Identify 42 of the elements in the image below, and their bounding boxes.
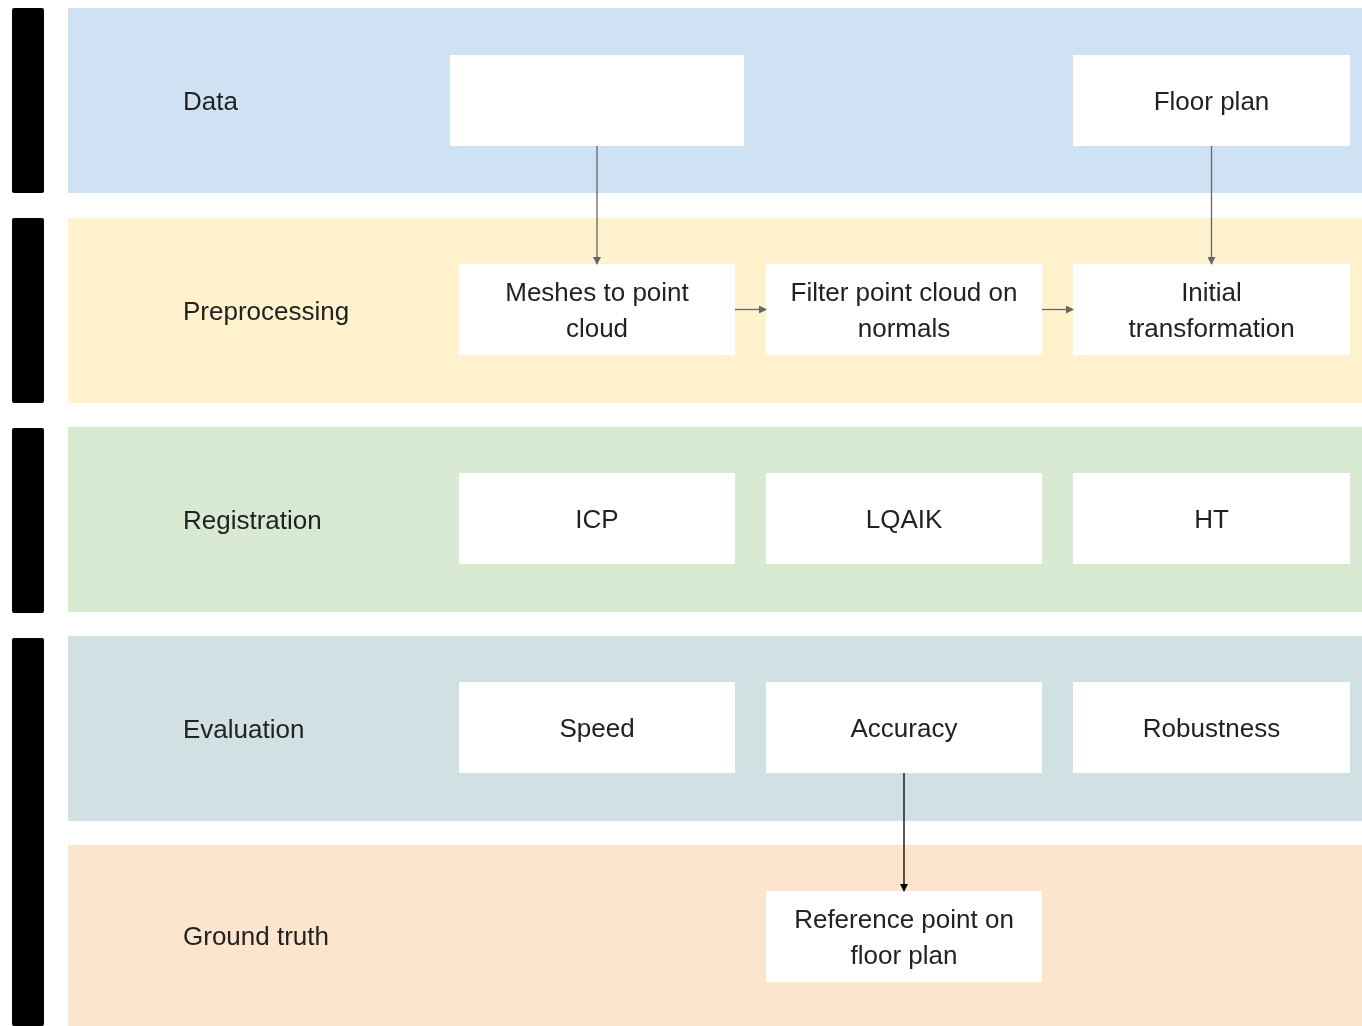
lane-label: Evaluation — [183, 712, 305, 745]
process-box — [1073, 473, 1350, 564]
process-box — [766, 891, 1042, 982]
process-box — [1073, 682, 1350, 773]
swimlane-band — [68, 218, 1362, 403]
box-label: Meshes to point cloud — [504, 275, 690, 345]
lane-label: Preprocessing — [183, 294, 350, 327]
arrow — [1041, 305, 1074, 314]
arrow — [734, 305, 767, 314]
box-label: Speed — [559, 711, 635, 745]
side-bar — [12, 218, 44, 403]
box-label: HT — [1194, 502, 1229, 536]
swimlane-band — [68, 427, 1362, 612]
process-box — [1073, 55, 1350, 146]
box-label: Robustness — [1142, 711, 1281, 745]
process-box — [766, 264, 1042, 355]
process-box — [459, 264, 735, 355]
lane-label: Registration — [183, 503, 322, 536]
box-label: Accuracy — [850, 711, 958, 745]
process-box — [1073, 264, 1350, 355]
arrow — [593, 145, 601, 265]
swimlane-band — [68, 8, 1362, 193]
box-label: Filter point cloud on normals — [789, 275, 1019, 345]
arrow — [1207, 145, 1216, 265]
box-label: LQAIK — [865, 502, 943, 536]
process-box — [459, 473, 735, 564]
box-label: Reference point on floor plan — [793, 902, 1015, 972]
lane-label: Ground truth — [183, 919, 329, 952]
process-box — [766, 473, 1042, 564]
side-bar — [12, 428, 44, 613]
swimlane-band — [68, 845, 1362, 1026]
process-box — [459, 682, 735, 773]
arrow — [900, 772, 908, 892]
box-label: Floor plan — [1153, 84, 1270, 118]
box-label: ICP — [575, 502, 619, 536]
side-bar — [12, 638, 44, 1026]
side-bar — [12, 8, 44, 193]
box-label: Initial transformation — [1127, 275, 1296, 345]
process-box — [766, 682, 1042, 773]
swimlane-band — [68, 636, 1362, 821]
lane-label: Data — [183, 84, 238, 117]
empty-box — [450, 55, 744, 146]
